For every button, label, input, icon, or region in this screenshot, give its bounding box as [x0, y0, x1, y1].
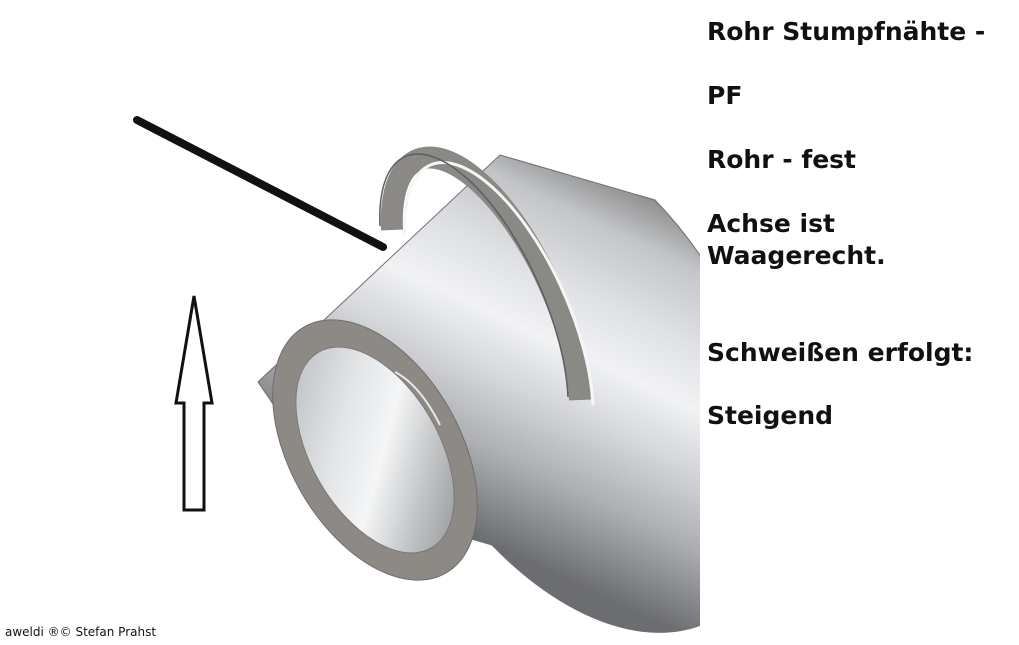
- pipe-weld-illustration: [133, 116, 700, 633]
- pipe-front-face: [272, 319, 478, 581]
- pipe-state-label: Rohr - fest: [707, 145, 856, 174]
- weld-direction-heading: Schweißen erfolgt:: [707, 338, 974, 367]
- label-panel: Rohr Stumpfnähte - PF Rohr - fest Achse …: [707, 0, 1017, 645]
- weld-seam: [379, 146, 595, 406]
- up-arrow-icon: [174, 295, 214, 512]
- weld-position-label: PF: [707, 81, 743, 110]
- electrode-rod: [133, 116, 387, 251]
- pipe-body: [257, 154, 700, 633]
- weld-direction-value: Steigend: [707, 401, 834, 430]
- axis-label-line2: Waagerecht.: [707, 241, 886, 270]
- copyright-notice: aweldi ®© Stefan Prahst: [5, 625, 157, 639]
- axis-label-line1: Achse ist: [707, 209, 835, 238]
- title-label: Rohr Stumpfnähte -: [707, 17, 986, 46]
